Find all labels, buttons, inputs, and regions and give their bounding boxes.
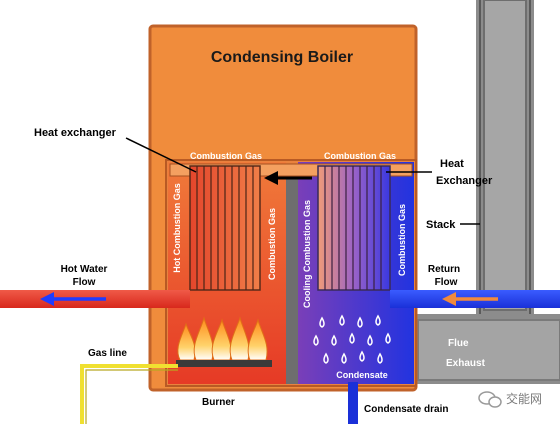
flue-label: Flue bbox=[448, 338, 469, 349]
hot-water-label-2: Flow bbox=[73, 277, 96, 288]
gas-line-pipe bbox=[80, 364, 178, 424]
left-arrow-icon bbox=[40, 292, 106, 306]
heat-exchanger-right-label-1: Heat bbox=[440, 158, 464, 170]
stack bbox=[476, 0, 534, 318]
combustion-gas-mid-label: Combustion Gas bbox=[267, 208, 277, 280]
heat-exchanger-left-tubes bbox=[189, 165, 261, 291]
burner bbox=[176, 360, 272, 367]
annotation-pointers bbox=[125, 137, 480, 225]
combustion-gas-top-right-label: Combustion Gas bbox=[324, 151, 396, 161]
water-drop-icon bbox=[313, 314, 391, 364]
flame-icon bbox=[177, 316, 268, 361]
page-title: Condensing Boiler bbox=[211, 49, 353, 66]
heat-exchanger-left-label: Heat exchanger bbox=[34, 127, 117, 139]
left-arrow-icon bbox=[264, 171, 312, 185]
chamber-divider bbox=[286, 176, 298, 384]
heat-exchanger-right-tubes bbox=[317, 165, 391, 291]
cooling-combustion-gas-label: Cooling Combustion Gas bbox=[302, 200, 312, 308]
hot-combustion-gas-label: Hot Combustion Gas bbox=[172, 183, 182, 273]
wechat-icon bbox=[478, 391, 502, 408]
left-arrow-icon bbox=[442, 292, 498, 306]
exhaust-label: Exhaust bbox=[446, 358, 486, 369]
combustion-gas-right-label: Combustion Gas bbox=[397, 204, 407, 276]
condensate-drain-label: Condensate drain bbox=[364, 404, 448, 415]
condensate-drain-pipe bbox=[348, 382, 358, 424]
stack-label: Stack bbox=[426, 219, 456, 231]
return-flow-label-1: Return bbox=[428, 264, 460, 275]
burner-label: Burner bbox=[202, 397, 235, 408]
condensate-label: Condensate bbox=[336, 370, 388, 380]
hot-water-label-1: Hot Water bbox=[61, 264, 108, 275]
watermark-text: 交能网 bbox=[506, 391, 542, 406]
flue-exhaust-duct bbox=[412, 314, 560, 384]
heat-exchanger-right-label-2: Exchanger bbox=[436, 175, 493, 187]
combustion-gas-top-left-label: Combustion Gas bbox=[190, 151, 262, 161]
gas-line-label: Gas line bbox=[88, 348, 127, 359]
return-flow-label-2: Flow bbox=[435, 277, 458, 288]
